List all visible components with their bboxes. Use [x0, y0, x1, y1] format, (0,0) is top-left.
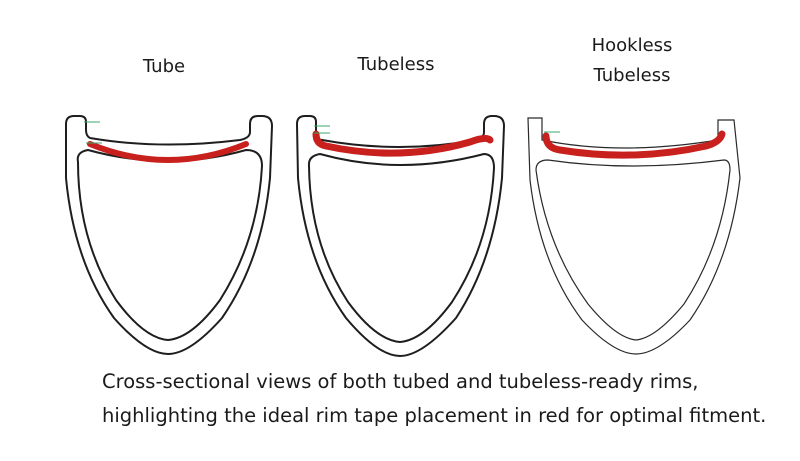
rim-tubeless-tape — [312, 130, 494, 157]
rim-tubeless-inner-channel — [307, 152, 496, 344]
rim-hookless-tape — [542, 130, 726, 159]
caption-line-1: Cross-sectional views of both tubed and … — [102, 370, 699, 393]
rim-tube-outline — [65, 115, 274, 356]
rim-label-tube: Tube — [142, 56, 186, 77]
rim-tube-inner-channel — [76, 148, 264, 342]
rim-label-hookless-line2: Tubeless — [593, 65, 671, 86]
rim-hookless-outline — [527, 117, 741, 355]
rim-hookless-tubeless — [527, 117, 741, 355]
rim-label-hookless-line1: Hookless — [591, 35, 673, 56]
rim-hookless-inner-channel — [535, 159, 731, 341]
rim-tube — [65, 115, 274, 356]
rim-tube-tape — [87, 141, 249, 163]
rim-tubeless — [295, 115, 506, 358]
rim-label-tubeless: Tubeless — [357, 54, 435, 75]
caption-line-2: highlighting the ideal rim tape placemen… — [102, 404, 767, 427]
